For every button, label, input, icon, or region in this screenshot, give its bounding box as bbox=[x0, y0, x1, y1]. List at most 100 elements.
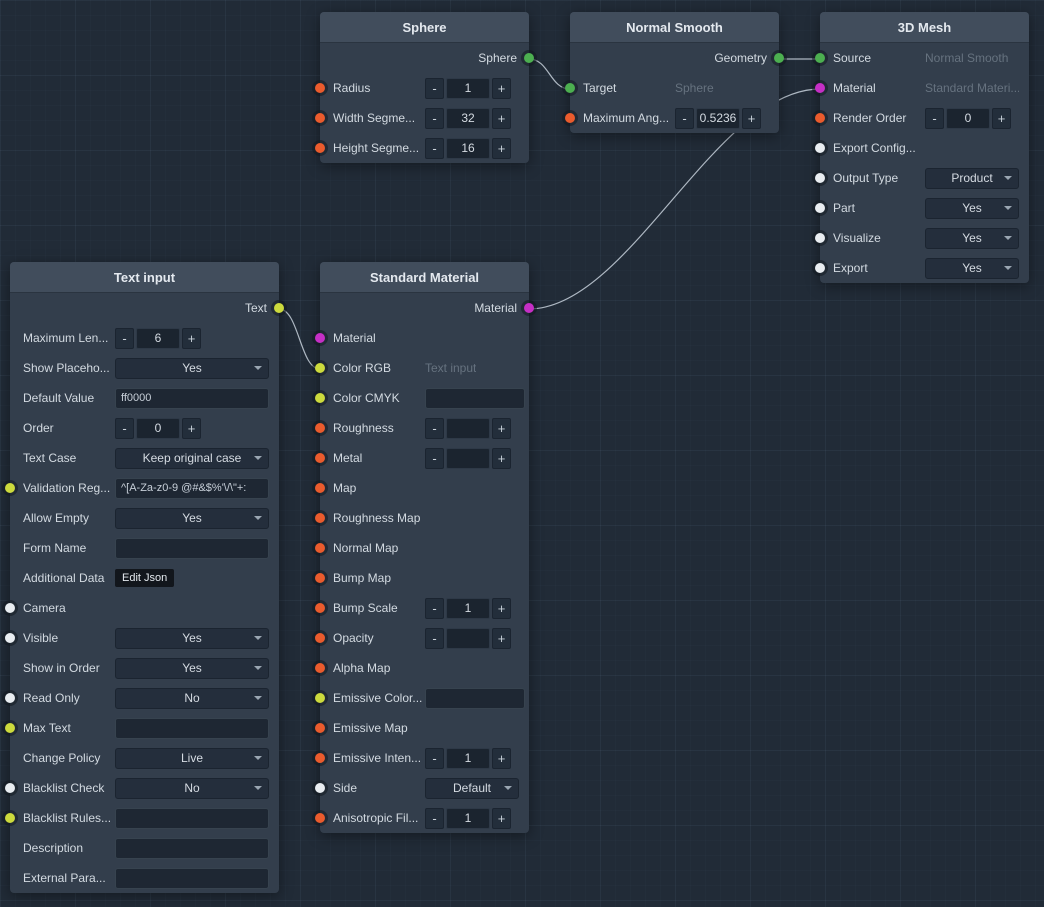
node-3d-mesh-header[interactable]: 3D Mesh bbox=[820, 12, 1029, 43]
decrement-button[interactable]: - bbox=[425, 107, 444, 129]
export-select[interactable]: Yes bbox=[925, 257, 1019, 279]
material-input-port[interactable] bbox=[315, 333, 325, 343]
stepper-value[interactable]: 16 bbox=[446, 137, 490, 159]
side-select[interactable]: Default bbox=[425, 777, 519, 799]
increment-button[interactable]: + bbox=[492, 77, 511, 99]
radius-input-port[interactable] bbox=[315, 83, 325, 93]
decrement-button[interactable]: - bbox=[115, 327, 134, 349]
node-standard-material-header[interactable]: Standard Material bbox=[320, 262, 529, 293]
normal-map-input-port[interactable] bbox=[315, 543, 325, 553]
map-input-port[interactable] bbox=[315, 483, 325, 493]
decrement-button[interactable]: - bbox=[425, 597, 444, 619]
render-order-input-port[interactable] bbox=[815, 113, 825, 123]
increment-button[interactable]: + bbox=[492, 807, 511, 829]
decrement-button[interactable]: - bbox=[425, 747, 444, 769]
increment-button[interactable]: + bbox=[492, 627, 511, 649]
show-placeholder-select[interactable]: Yes bbox=[115, 357, 269, 379]
decrement-button[interactable]: - bbox=[425, 627, 444, 649]
max-text-input[interactable] bbox=[115, 717, 269, 739]
decrement-button[interactable]: - bbox=[425, 447, 444, 469]
description-input[interactable] bbox=[115, 837, 269, 859]
output-type-select[interactable]: Product bbox=[925, 167, 1019, 189]
stepper-value[interactable]: 1 bbox=[446, 597, 490, 619]
node-normal-smooth[interactable]: Normal Smooth Geometry Target Sphere Max… bbox=[565, 12, 784, 133]
node-sphere-header[interactable]: Sphere bbox=[320, 12, 529, 43]
roughness-input-port[interactable] bbox=[315, 423, 325, 433]
external-parameters-input[interactable] bbox=[115, 867, 269, 889]
stepper-value[interactable]: 1 bbox=[446, 747, 490, 769]
stepper-value[interactable]: 0.5236 bbox=[696, 107, 740, 129]
geometry-output-port[interactable] bbox=[774, 53, 784, 63]
material-output-port[interactable] bbox=[524, 303, 534, 313]
edit-json-button[interactable]: Edit Json bbox=[115, 569, 175, 587]
material-input-port[interactable] bbox=[815, 83, 825, 93]
text-case-select[interactable]: Keep original case bbox=[115, 447, 269, 469]
emissive-map-input-port[interactable] bbox=[315, 723, 325, 733]
node-text-input[interactable]: Text input Text Maximum Len... - 6 + Sho… bbox=[5, 262, 284, 893]
increment-button[interactable]: + bbox=[492, 107, 511, 129]
source-input-port[interactable] bbox=[815, 53, 825, 63]
width-segments-input-port[interactable] bbox=[315, 113, 325, 123]
blacklist-check-input-port[interactable] bbox=[5, 783, 15, 793]
wire-sphere-to-normalsmooth[interactable] bbox=[528, 58, 571, 90]
stepper-value[interactable]: 1 bbox=[446, 807, 490, 829]
color-cmyk-input-port[interactable] bbox=[315, 393, 325, 403]
stepper-value[interactable]: 1 bbox=[446, 77, 490, 99]
increment-button[interactable]: + bbox=[182, 327, 201, 349]
decrement-button[interactable]: - bbox=[425, 77, 444, 99]
increment-button[interactable]: + bbox=[492, 747, 511, 769]
default-value-input[interactable] bbox=[115, 387, 269, 409]
show-in-order-select[interactable]: Yes bbox=[115, 657, 269, 679]
change-policy-select[interactable]: Live bbox=[115, 747, 269, 769]
max-text-input-port[interactable] bbox=[5, 723, 15, 733]
read-only-input-port[interactable] bbox=[5, 693, 15, 703]
stepper-value[interactable]: 0 bbox=[946, 107, 990, 129]
decrement-button[interactable]: - bbox=[425, 137, 444, 159]
increment-button[interactable]: + bbox=[182, 417, 201, 439]
export-config-input-port[interactable] bbox=[815, 143, 825, 153]
increment-button[interactable]: + bbox=[492, 417, 511, 439]
stepper-value[interactable]: 0 bbox=[136, 417, 180, 439]
opacity-input-port[interactable] bbox=[315, 633, 325, 643]
node-standard-material[interactable]: Standard Material Material Material Colo… bbox=[315, 262, 534, 833]
visualize-input-port[interactable] bbox=[815, 233, 825, 243]
emissive-color-input-port[interactable] bbox=[315, 693, 325, 703]
export-input-port[interactable] bbox=[815, 263, 825, 273]
metal-input-port[interactable] bbox=[315, 453, 325, 463]
maximum-angle-input-port[interactable] bbox=[565, 113, 575, 123]
wire-text-to-colorrgb[interactable] bbox=[278, 308, 321, 370]
emissive-intensity-input-port[interactable] bbox=[315, 753, 325, 763]
stepper-value[interactable] bbox=[446, 627, 490, 649]
side-input-port[interactable] bbox=[315, 783, 325, 793]
sphere-output-port[interactable] bbox=[524, 53, 534, 63]
part-select[interactable]: Yes bbox=[925, 197, 1019, 219]
visible-input-port[interactable] bbox=[5, 633, 15, 643]
color-cmyk-input[interactable] bbox=[425, 387, 525, 409]
blacklist-check-select[interactable]: No bbox=[115, 777, 269, 799]
text-output-port[interactable] bbox=[274, 303, 284, 313]
validation-regex-input[interactable] bbox=[115, 477, 269, 499]
part-input-port[interactable] bbox=[815, 203, 825, 213]
node-3d-mesh[interactable]: 3D Mesh Source Normal Smooth Material St… bbox=[815, 12, 1029, 283]
node-text-input-header[interactable]: Text input bbox=[10, 262, 279, 293]
camera-input-port[interactable] bbox=[5, 603, 15, 613]
stepper-value[interactable] bbox=[446, 447, 490, 469]
form-name-input[interactable] bbox=[115, 537, 269, 559]
anisotropic-filter-input-port[interactable] bbox=[315, 813, 325, 823]
decrement-button[interactable]: - bbox=[675, 107, 694, 129]
decrement-button[interactable]: - bbox=[115, 417, 134, 439]
alpha-map-input-port[interactable] bbox=[315, 663, 325, 673]
visible-select[interactable]: Yes bbox=[115, 627, 269, 649]
roughness-map-input-port[interactable] bbox=[315, 513, 325, 523]
visualize-select[interactable]: Yes bbox=[925, 227, 1019, 249]
decrement-button[interactable]: - bbox=[425, 417, 444, 439]
bump-map-input-port[interactable] bbox=[315, 573, 325, 583]
height-segments-input-port[interactable] bbox=[315, 143, 325, 153]
increment-button[interactable]: + bbox=[742, 107, 761, 129]
emissive-color-input[interactable] bbox=[425, 687, 525, 709]
increment-button[interactable]: + bbox=[992, 107, 1011, 129]
target-input-port[interactable] bbox=[565, 83, 575, 93]
validation-regex-input-port[interactable] bbox=[5, 483, 15, 493]
increment-button[interactable]: + bbox=[492, 137, 511, 159]
